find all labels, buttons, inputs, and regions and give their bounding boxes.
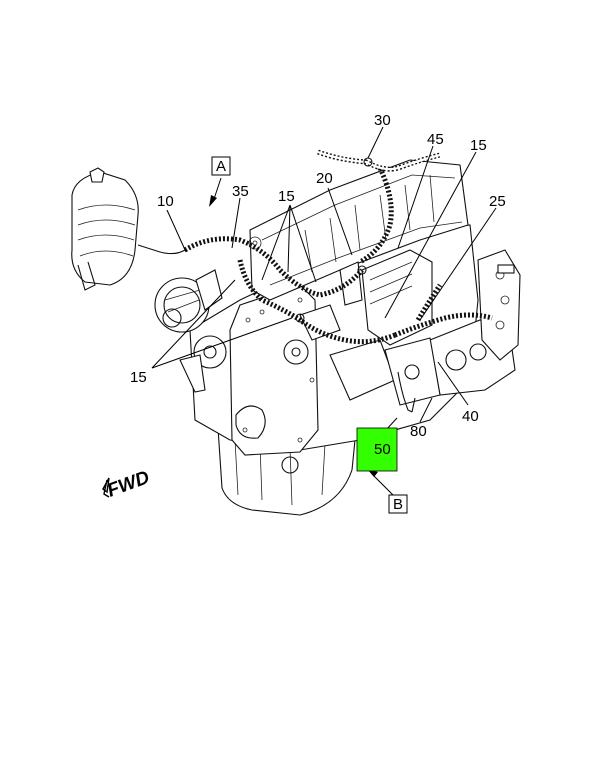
callout-20: 20 (316, 170, 333, 187)
front-cover (229, 284, 319, 456)
callout-10: 10 (157, 193, 174, 210)
callout-35: 35 (232, 183, 249, 200)
coolant-reservoir (71, 171, 139, 286)
callout-30: 30 (374, 112, 391, 129)
fwd-arrow-icon (102, 477, 110, 498)
tensioner-pulley (283, 339, 309, 365)
leader-lines (151, 126, 497, 431)
view-arrows (209, 177, 395, 497)
callouts: 30 45 15 25 20 15 35 10 15 40 80 50 (130, 112, 506, 458)
highlight-box (356, 427, 398, 472)
callout-15-top-right: 15 (470, 137, 487, 154)
view-label-a-text: A (216, 158, 226, 175)
callout-45: 45 (427, 131, 444, 148)
view-label-b-text: B (393, 496, 403, 513)
wiring-harness (137, 149, 515, 413)
ecm-module (361, 249, 433, 346)
valve-cover (249, 159, 469, 301)
fwd-indicator: FWD (102, 467, 153, 502)
engine-drawing (71, 159, 521, 516)
callout-25: 25 (489, 193, 506, 210)
flywheel-housing (477, 249, 521, 361)
view-label-b: B (388, 494, 408, 514)
callout-15-left: 15 (130, 369, 147, 386)
callout-50: 50 (374, 441, 391, 458)
callout-15-top-center: 15 (278, 188, 295, 205)
fwd-label: FWD (105, 467, 153, 502)
callout-80: 80 (410, 423, 427, 440)
callout-40: 40 (462, 408, 479, 425)
view-label-a: A (211, 156, 231, 176)
